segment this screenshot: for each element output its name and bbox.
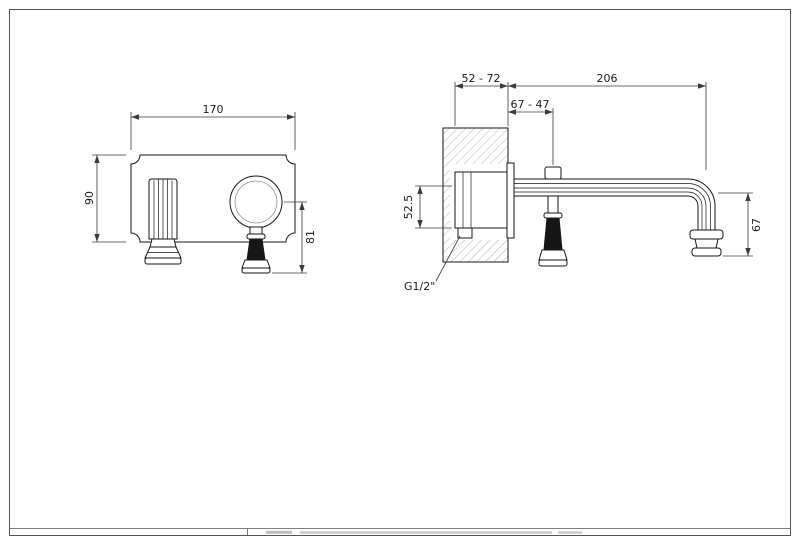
front-view-dimensions: 170 90 81: [83, 103, 317, 274]
fluted-handle: [144, 178, 182, 265]
lever-grip: [246, 238, 266, 261]
side-lever-grip: [543, 217, 563, 251]
wall-hatching: [443, 128, 508, 262]
label-connection-thread: G1/2": [404, 280, 435, 293]
inlet-connection: [457, 227, 473, 239]
spout-outlet: [694, 238, 719, 249]
border-frame: [9, 9, 791, 536]
dim-handle-offset: 67 - 47: [511, 98, 550, 111]
side-handle: [538, 166, 568, 267]
spout-tip-ring: [691, 247, 722, 257]
dim-plate-height: 90: [83, 191, 96, 205]
wall-plate: [130, 154, 296, 243]
footer-fine-print: [558, 531, 582, 534]
spout-collar: [689, 229, 724, 240]
knob-circle: [229, 175, 283, 229]
footer-fine-print: [266, 530, 292, 534]
dim-inlet-offset: 52.5: [402, 195, 415, 220]
wall-flange: [506, 162, 515, 239]
front-view: 170 90 81: [83, 103, 317, 274]
dim-spout-drop: 67: [750, 218, 763, 232]
side-view: 52 - 72 206 67 - 47 52.5: [402, 72, 763, 293]
concealed-body: [454, 162, 515, 239]
footer-fine-print: [300, 531, 552, 534]
sheet-border: [9, 9, 791, 536]
dim-wall-depth: 52 - 72: [462, 72, 501, 85]
side-view-dimensions: 52 - 72 206 67 - 47 52.5: [402, 72, 763, 293]
dim-handle-drop: 81: [304, 230, 317, 244]
dim-spout-reach: 206: [597, 72, 618, 85]
lever-knob: [229, 175, 283, 274]
dim-plate-width: 170: [203, 103, 224, 116]
spout: [514, 178, 724, 257]
